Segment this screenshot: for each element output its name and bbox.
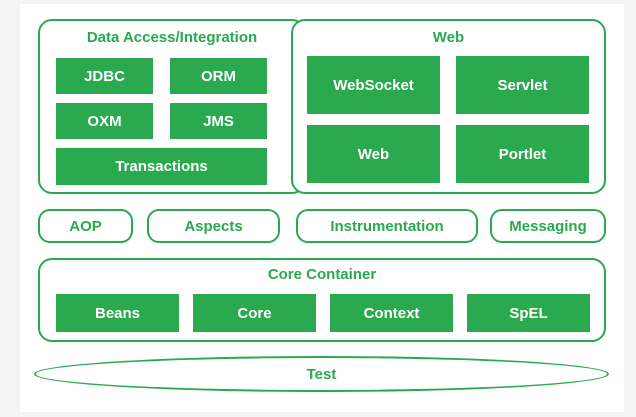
orm-box: ORM [170, 58, 267, 94]
core-box: Core [193, 294, 316, 332]
core-container-group: Core Container Beans Core Context SpEL [38, 258, 606, 342]
context-box: Context [330, 294, 453, 332]
portlet-box: Portlet [456, 125, 589, 183]
aop-pill: AOP [38, 209, 133, 243]
web-title: Web [432, 29, 465, 46]
data-access-group: Data Access/Integration JDBC ORM OXM JMS… [38, 19, 306, 194]
web-group: Web WebSocket Servlet Web Portlet [291, 19, 606, 194]
beans-box: Beans [56, 294, 179, 332]
web-box: Web [307, 125, 440, 183]
jms-box: JMS [170, 103, 267, 139]
core-container-title: Core Container [267, 266, 377, 283]
messaging-pill: Messaging [490, 209, 606, 243]
aspects-pill: Aspects [147, 209, 280, 243]
transactions-box: Transactions [56, 148, 267, 185]
spring-architecture-diagram: Data Access/Integration JDBC ORM OXM JMS… [20, 4, 624, 412]
websocket-box: WebSocket [307, 56, 440, 114]
instrumentation-pill: Instrumentation [296, 209, 478, 243]
test-bar: Test [34, 356, 609, 392]
spel-box: SpEL [467, 294, 590, 332]
oxm-box: OXM [56, 103, 153, 139]
data-access-title: Data Access/Integration [86, 29, 258, 46]
jdbc-box: JDBC [56, 58, 153, 94]
servlet-box: Servlet [456, 56, 589, 114]
